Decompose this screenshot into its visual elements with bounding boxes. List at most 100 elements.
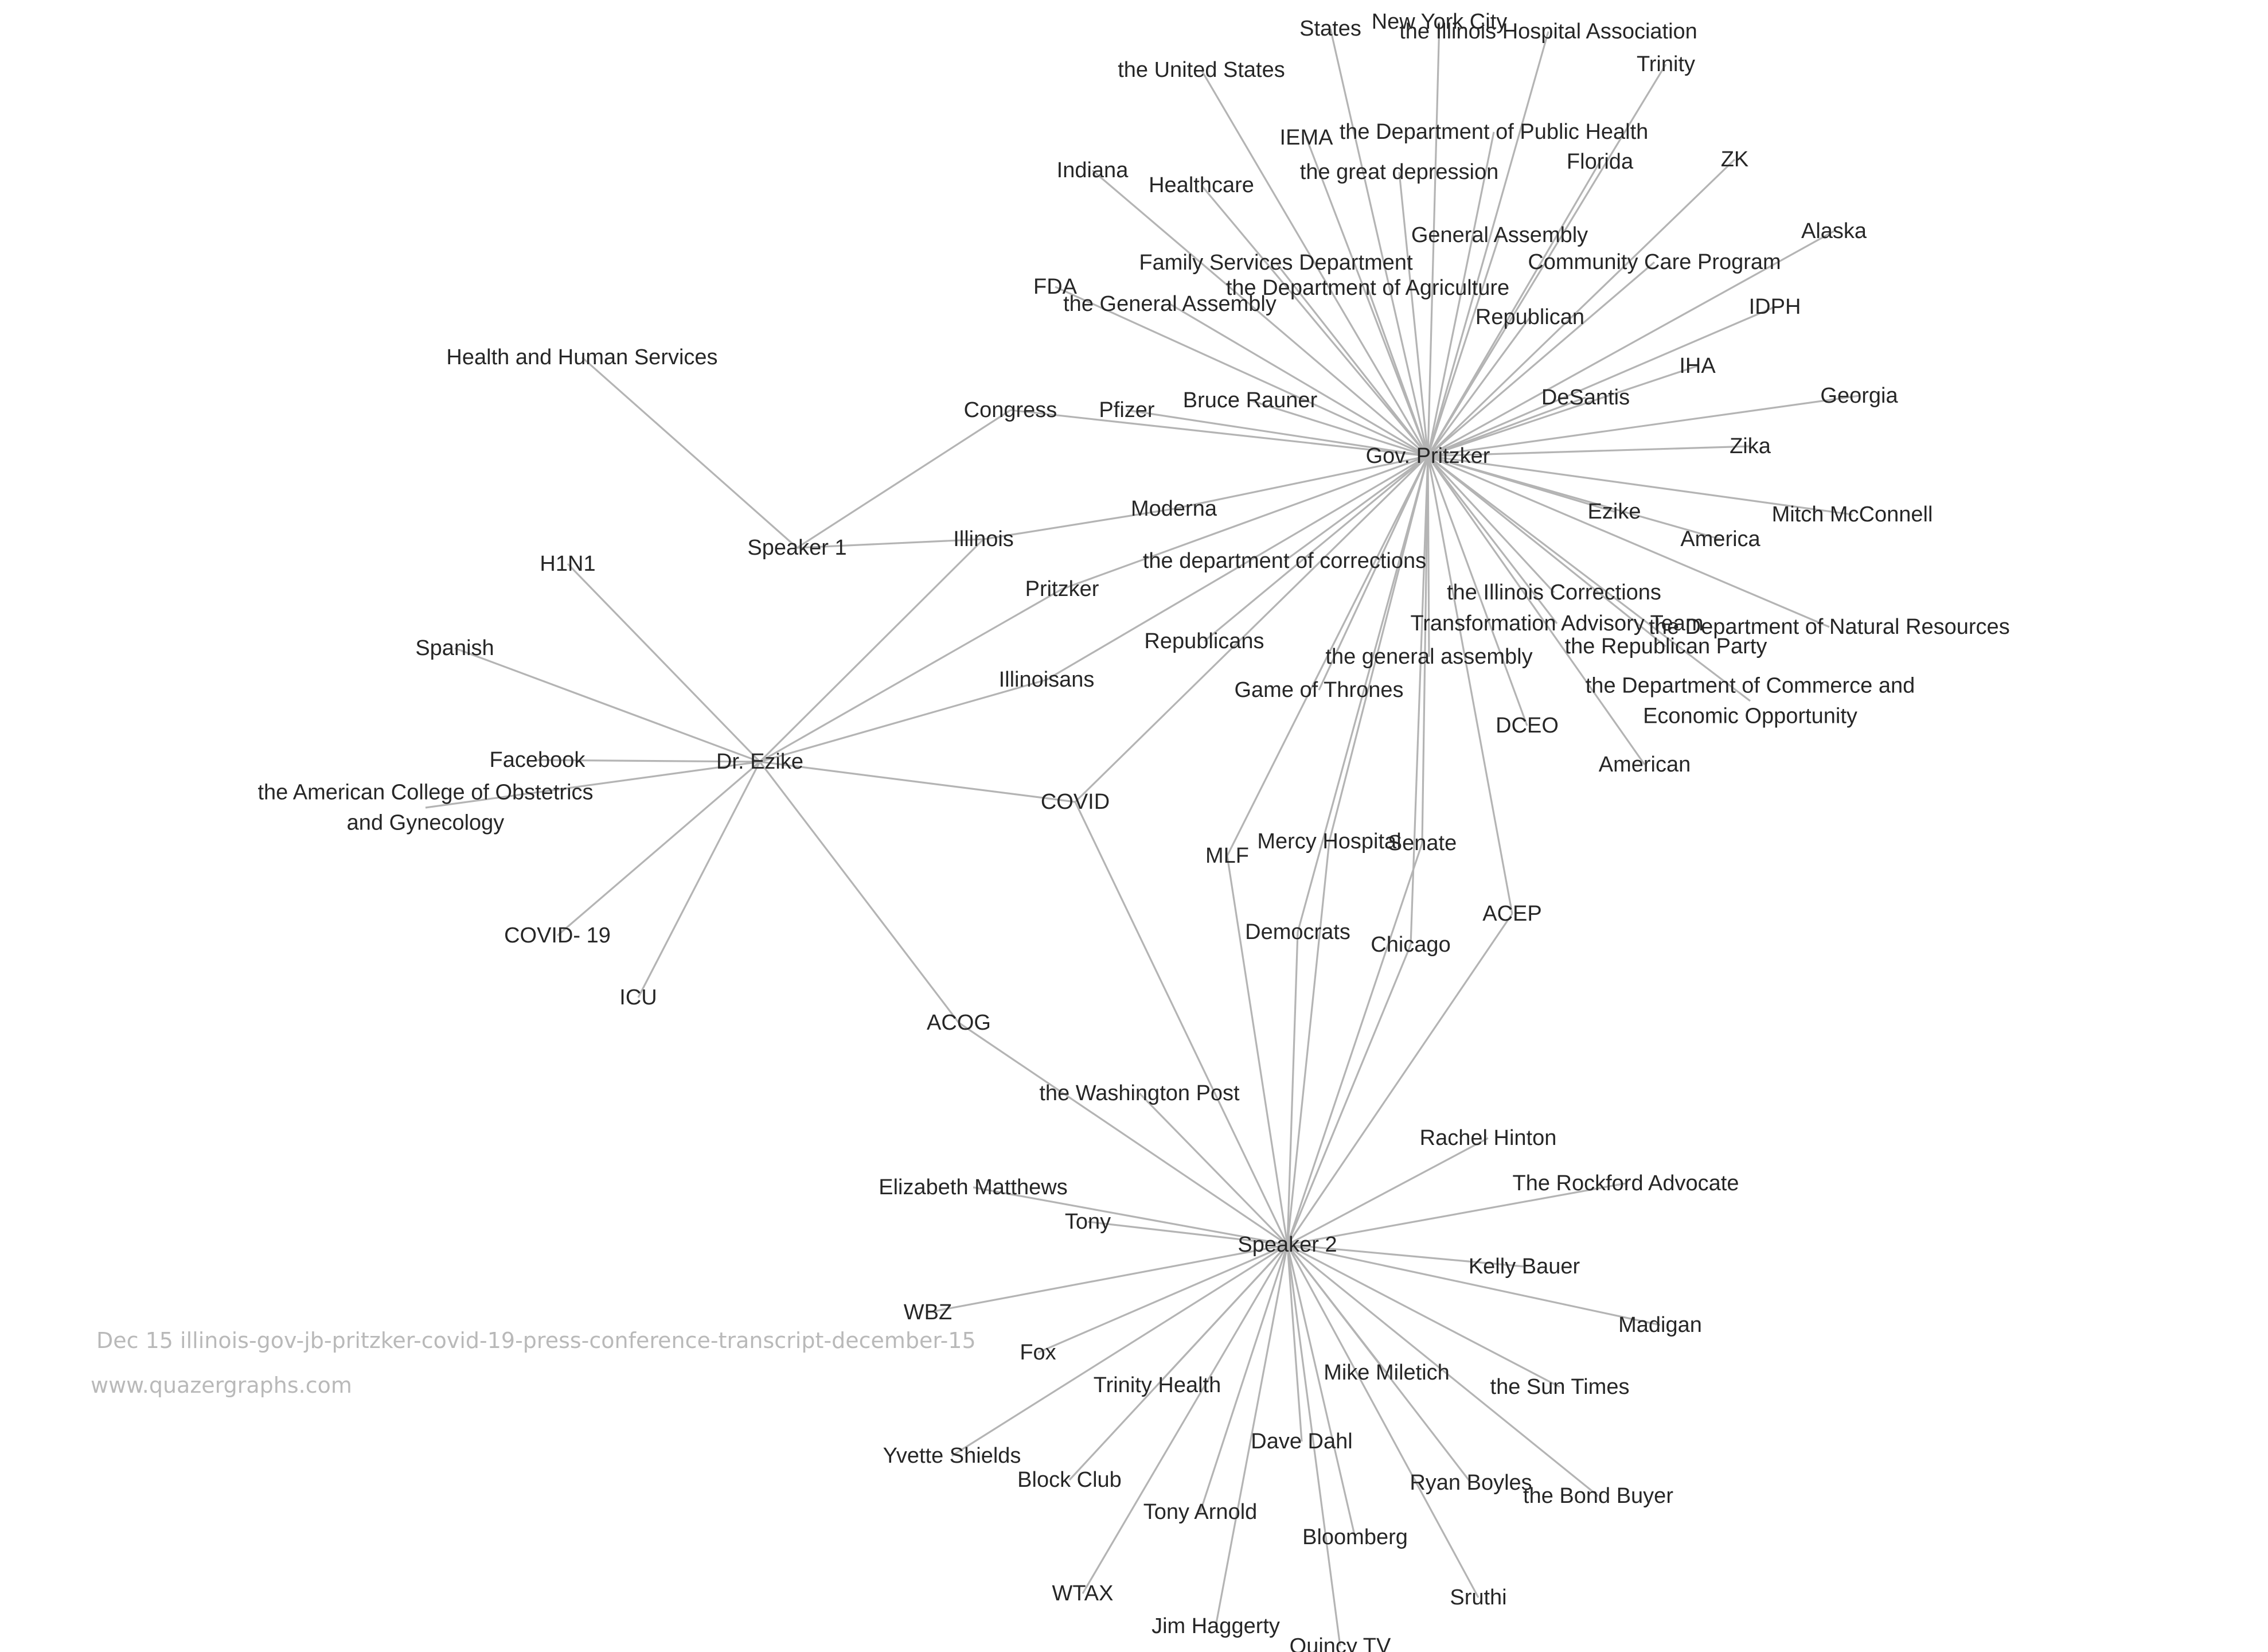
node-label-boyles: Ryan Boyles bbox=[1410, 1471, 1532, 1495]
node-label-matthews: Elizabeth Matthews bbox=[879, 1175, 1068, 1199]
edge-pritzker-democrats bbox=[1297, 455, 1429, 933]
node-label-line: the General Assembly bbox=[1063, 292, 1277, 316]
edge-pritzker-alaska bbox=[1427, 230, 1834, 457]
edge-speaker2-matthews bbox=[973, 1186, 1288, 1246]
edge-pritzker-desantis bbox=[1427, 396, 1586, 457]
edge-pritzker-covid bbox=[1074, 455, 1429, 803]
node-label-facebook: Facebook bbox=[490, 748, 586, 772]
node-label-hinton: Rachel Hinton bbox=[1420, 1126, 1557, 1150]
node-label-iha: IHA bbox=[1679, 354, 1716, 378]
node-label-florida: Florida bbox=[1567, 150, 1634, 174]
node-label-got: Game of Thrones bbox=[1234, 678, 1403, 702]
node-label-line: Dave Dahl bbox=[1251, 1429, 1352, 1454]
node-label-covid: COVID bbox=[1041, 790, 1110, 814]
edge-pritzker-doa bbox=[1367, 287, 1429, 457]
node-label-line: Sruthi bbox=[1450, 1585, 1506, 1610]
node-label-rockford: The Rockford Advocate bbox=[1513, 1171, 1739, 1195]
node-label-ezike: Ezike bbox=[1588, 500, 1641, 524]
node-label-icu: ICU bbox=[619, 985, 657, 1010]
node-label-tga: the General Assembly bbox=[1063, 292, 1277, 316]
edge-pritzker-mcconnell bbox=[1427, 455, 1853, 516]
edge-speaker2-wapo bbox=[1138, 1092, 1289, 1246]
node-label-line: Pritzker bbox=[1025, 577, 1099, 601]
node-label-blockclub: Block Club bbox=[1017, 1468, 1122, 1492]
node-label-line: Fox bbox=[1020, 1341, 1056, 1365]
node-label-line: the Republican Party bbox=[1565, 634, 1767, 659]
edge-speaker2-acog bbox=[958, 1022, 1288, 1246]
node-label-line: Rachel Hinton bbox=[1420, 1126, 1557, 1150]
node-label-line: Zika bbox=[1730, 434, 1771, 458]
node-label-american: American bbox=[1599, 753, 1691, 777]
node-label-line: Illinoisans bbox=[999, 668, 1095, 692]
node-label-line: American bbox=[1599, 753, 1691, 777]
edge-pritzker-dceo_full bbox=[1427, 455, 1751, 702]
node-label-desantis: DeSantis bbox=[1541, 385, 1630, 410]
node-label-line: Alaska bbox=[1801, 219, 1867, 243]
caption-website: www.quazergraphs.com bbox=[91, 1373, 352, 1398]
node-label-line: New York City bbox=[1372, 10, 1508, 34]
node-label-line: the Department of Agriculture bbox=[1226, 276, 1509, 300]
node-label-line: FDA bbox=[1033, 275, 1078, 299]
node-label-ccp: Community Care Program bbox=[1528, 250, 1781, 274]
node-label-acep: ACEP bbox=[1482, 902, 1541, 926]
node-label-line: Facebook bbox=[490, 748, 586, 772]
edge-pritzker-american bbox=[1427, 455, 1646, 765]
node-label-alaska: Alaska bbox=[1801, 219, 1867, 243]
edge-speaker2-rockford bbox=[1287, 1182, 1626, 1246]
node-label-tony: Tony bbox=[1065, 1210, 1111, 1234]
edge-pritzker-mlf bbox=[1226, 455, 1429, 856]
node-label-illinois: Illinois bbox=[953, 527, 1014, 551]
edge-pritzker-congress bbox=[1010, 409, 1428, 457]
node-label-states: States bbox=[1299, 17, 1361, 41]
edge-speaker1-illinois bbox=[797, 538, 984, 549]
edge-speaker2-tony bbox=[1087, 1221, 1288, 1246]
node-label-wbz: WBZ bbox=[904, 1300, 952, 1324]
node-label-h1n1: H1N1 bbox=[540, 552, 595, 576]
node-label-covid19: COVID- 19 bbox=[504, 924, 611, 948]
edge-ezike_dr-facebook bbox=[537, 759, 760, 763]
edge-pritzker-indiana bbox=[1091, 169, 1429, 457]
node-label-arnold: Tony Arnold bbox=[1143, 1500, 1258, 1524]
node-label-line: Transformation Advisory Team bbox=[1410, 611, 1703, 636]
node-label-line: Moderna bbox=[1131, 497, 1217, 521]
node-label-line: Bloomberg bbox=[1302, 1525, 1408, 1549]
node-label-chicago: Chicago bbox=[1371, 933, 1450, 957]
node-label-bauer: Kelly Bauer bbox=[1469, 1254, 1580, 1279]
node-label-haggerty: Jim Haggerty bbox=[1151, 1614, 1280, 1638]
node-label-doa: the Department of Agriculture bbox=[1226, 276, 1509, 300]
node-label-line: Indiana bbox=[1057, 158, 1129, 182]
node-label-congress: Congress bbox=[964, 398, 1057, 422]
node-label-speaker1: Speaker 1 bbox=[747, 536, 846, 560]
node-label-speaker2: Speaker 2 bbox=[1238, 1233, 1337, 1257]
node-label-quincy: Quincy TV bbox=[1290, 1634, 1391, 1652]
edge-speaker2-boyles bbox=[1286, 1244, 1472, 1483]
edge-speaker2-sruthi bbox=[1286, 1244, 1480, 1598]
node-label-usa: the United States bbox=[1118, 58, 1285, 82]
edge-pritzker-iha bbox=[1427, 365, 1698, 457]
node-label-line: the Illinois Corrections bbox=[1447, 580, 1661, 605]
edge-pritzker-dnr bbox=[1427, 455, 1830, 628]
node-label-line: the great depression bbox=[1300, 160, 1498, 184]
edge-pritzker-pfizer bbox=[1126, 409, 1428, 457]
node-label-line: H1N1 bbox=[540, 552, 595, 576]
node-label-line: the department of corrections bbox=[1143, 549, 1426, 573]
edge-pritzker-rauner bbox=[1250, 399, 1428, 457]
node-label-line: DCEO bbox=[1496, 714, 1559, 738]
node-label-line: Georgia bbox=[1820, 384, 1898, 408]
edge-speaker2-fox bbox=[1037, 1244, 1288, 1354]
node-label-line: Ryan Boyles bbox=[1410, 1471, 1532, 1495]
node-label-ezike_dr: Dr. Ezike bbox=[716, 750, 803, 774]
node-label-nyc: New York City bbox=[1372, 10, 1508, 34]
edge-pritzker-tat bbox=[1427, 455, 1558, 624]
edge-ezike_dr-illinois bbox=[759, 538, 985, 763]
node-label-line: the American College of Obstetrics bbox=[257, 781, 593, 805]
node-label-line: the general assembly bbox=[1325, 645, 1532, 669]
node-label-ga_cap: General Assembly bbox=[1411, 223, 1588, 247]
node-label-acog: ACOG bbox=[927, 1011, 991, 1035]
edge-speaker2-suntimes bbox=[1287, 1244, 1560, 1388]
edge-pritzker-doc bbox=[1284, 455, 1428, 562]
edge-pritzker-zk bbox=[1427, 158, 1736, 457]
node-label-line: Game of Thrones bbox=[1234, 678, 1403, 702]
node-label-suntimes: the Sun Times bbox=[1490, 1375, 1630, 1399]
node-label-line: Ezike bbox=[1588, 500, 1641, 524]
